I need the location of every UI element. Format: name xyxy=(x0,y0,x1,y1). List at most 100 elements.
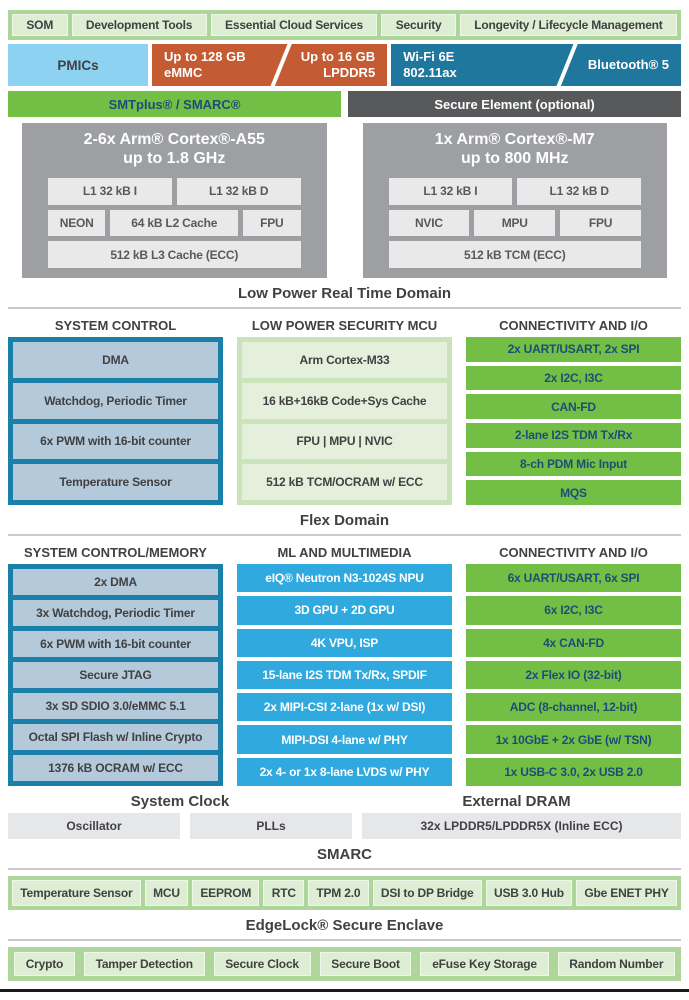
lpddr-capacity: Up to 16 GB xyxy=(300,49,376,65)
flex-column-headers: SYSTEM CONTROL/MEMORY ML AND MULTIMEDIA … xyxy=(8,545,681,560)
security-mcu-item: Arm Cortex-M33 xyxy=(242,342,447,378)
system-control-memory-item: 6x PWM with 16-bit counter xyxy=(13,631,218,657)
ml-multimedia-item: 4K VPU, ISP xyxy=(237,628,452,657)
system-control-memory-item: Octal SPI Flash w/ Inline Crypto xyxy=(13,724,218,750)
flex-connectivity-item: ADC (8-channel, 12-bit) xyxy=(466,693,681,722)
divider xyxy=(8,868,681,870)
ecosystem-item: Development Tools xyxy=(71,14,207,36)
diagonal-divider xyxy=(268,44,294,86)
smarc-item: DSI to DP Bridge xyxy=(372,880,482,906)
edgelock-item: Tamper Detection xyxy=(83,952,205,976)
flex-domain-title: Flex Domain xyxy=(299,512,390,529)
edgelock-item: Secure Boot xyxy=(319,952,412,976)
pmics-block: PMICs xyxy=(8,44,148,86)
a55-unit-cell: NEON xyxy=(48,209,106,237)
a55-cache-cell: L1 32 kB I xyxy=(48,177,172,205)
emmc-lpddr-block: Up to 128 GB eMMC Up to 16 GB LPDDR5 xyxy=(152,44,388,86)
cortex-a55-block: 2-6x Arm® Cortex®-A55 up to 1.8 GHz L1 3… xyxy=(22,123,327,278)
edgelock-title: EdgeLock® Secure Enclave xyxy=(245,917,444,934)
cortex-m7-name: 1x Arm® Cortex®-M7 xyxy=(434,131,595,148)
connectivity-header: CONNECTIVITY AND I/O xyxy=(499,318,648,333)
smarc-item: Gbe ENET PHY xyxy=(576,880,677,906)
a55-unit-cell: FPU xyxy=(243,209,301,237)
lpddr-type: LPDDR5 xyxy=(323,65,376,80)
a55-cache-cell: L1 32 kB D xyxy=(176,177,301,205)
m7-tcm-row: 512 kB TCM (ECC) xyxy=(388,241,641,268)
low-power-column-headers: SYSTEM CONTROL LOW POWER SECURITY MCU CO… xyxy=(8,318,681,333)
ml-multimedia-item: 2x 4- or 1x 8-lane LVDS w/ PHY xyxy=(237,757,452,786)
oscillator-cell: Oscillator xyxy=(8,813,180,839)
smarc-item: Temperature Sensor xyxy=(12,880,141,906)
flex-connectivity-header: CONNECTIVITY AND I/O xyxy=(499,545,648,560)
flex-connectivity-item: 4x CAN-FD xyxy=(466,628,681,657)
emmc-type: eMMC xyxy=(164,65,203,80)
low-power-domain-title: Low Power Real Time Domain xyxy=(237,285,452,302)
m7-unit-cell: MPU xyxy=(474,209,556,237)
edgelock-item: Crypto xyxy=(14,952,75,976)
system-clock-title: System Clock xyxy=(130,793,230,810)
ml-multimedia-item: 15-lane I2S TDM Tx/Rx, SPDIF xyxy=(237,660,452,690)
ml-multimedia-header: ML AND MULTIMEDIA xyxy=(277,545,412,560)
emmc-label: Up to 128 GB eMMC xyxy=(164,49,246,80)
cortex-a55-name: 2-6x Arm® Cortex®-A55 xyxy=(83,131,265,148)
a55-l3-row: 512 kB L3 Cache (ECC) xyxy=(48,241,301,268)
ml-multimedia-stack: eIQ® Neutron N3-1024S NPU 3D GPU + 2D GPU… xyxy=(237,564,452,786)
ecosystem-item: SOM xyxy=(12,14,68,36)
system-control-memory-header: SYSTEM CONTROL/MEMORY xyxy=(24,545,207,560)
cortex-a55-title: 2-6x Arm® Cortex®-A55 up to 1.8 GHz xyxy=(48,131,301,169)
ml-multimedia-item: 2x MIPI-CSI 2-lane (1x w/ DSI) xyxy=(237,693,452,722)
lp-connectivity-item: 8-ch PDM Mic Input xyxy=(466,451,681,477)
system-control-item: Watchdog, Periodic Timer xyxy=(13,382,218,419)
system-control-item: Temperature Sensor xyxy=(13,464,218,500)
ml-multimedia-item: eIQ® Neutron N3-1024S NPU xyxy=(237,564,452,593)
edgelock-item: eFuse Key Storage xyxy=(420,952,549,976)
edgelock-item: Secure Clock xyxy=(213,952,311,976)
m7-unit-cell: FPU xyxy=(560,209,641,237)
smarc-item: MCU xyxy=(144,880,189,906)
system-control-memory-item: 3x SD SDIO 3.0/eMMC 5.1 xyxy=(13,693,218,719)
flex-connectivity-item: 2x Flex IO (32-bit) xyxy=(466,660,681,690)
flex-connectivity-item: 6x UART/USART, 6x SPI xyxy=(466,564,681,593)
system-control-memory-item: Secure JTAG xyxy=(13,662,218,688)
clock-dram-headers: System Clock External DRAM xyxy=(8,793,681,810)
m7-cache-cell: L1 32 kB I xyxy=(388,177,513,205)
secure-element-bar: Secure Element (optional) xyxy=(348,91,681,117)
security-mcu-item: 512 kB TCM/OCRAM w/ ECC xyxy=(242,464,447,500)
wifi-label: Wi-Fi 6E 802.11ax xyxy=(403,49,457,80)
lp-connectivity-item: 2x I2C, I3C xyxy=(466,365,681,391)
m7-unit-cell: NVIC xyxy=(388,209,470,237)
lp-connectivity-item: CAN-FD xyxy=(466,394,681,420)
divider xyxy=(8,307,681,309)
clock-dram-row: Oscillator PLLs 32x LPDDR5/LPDDR5X (Inli… xyxy=(8,813,681,839)
lpddr-label: Up to 16 GB LPDDR5 xyxy=(301,49,375,80)
divider xyxy=(8,939,681,941)
a55-l3-cell: 512 kB L3 Cache (ECC) xyxy=(48,241,301,268)
ml-multimedia-item: 3D GPU + 2D GPU xyxy=(237,596,452,625)
external-dram-title: External DRAM xyxy=(462,793,571,810)
carrier-row: SMTplus® / SMARC® Secure Element (option… xyxy=(8,91,681,117)
wifi-bluetooth-block: Wi-Fi 6E 802.11ax Bluetooth® 5 xyxy=(391,44,681,86)
flex-connectivity-item: 1x 10GbE + 2x GbE (w/ TSN) xyxy=(466,725,681,754)
security-mcu-item: FPU | MPU | NVIC xyxy=(242,423,447,460)
wifi-spec: 802.11ax xyxy=(403,65,457,80)
emmc-capacity: Up to 128 GB xyxy=(164,49,246,65)
divider xyxy=(8,534,681,536)
flex-connectivity-item: 1x USB-C 3.0, 2x USB 2.0 xyxy=(466,757,681,786)
flex-connectivity-item: 6x I2C, I3C xyxy=(466,596,681,625)
bluetooth-label: Bluetooth® 5 xyxy=(587,57,669,73)
smarc-title: SMARC xyxy=(317,846,372,863)
system-control-memory-item: 3x Watchdog, Periodic Timer xyxy=(13,600,218,626)
bottom-rule xyxy=(0,989,689,992)
cortex-a55-speed: up to 1.8 GHz xyxy=(123,149,226,167)
lp-connectivity-item: MQS xyxy=(466,480,681,506)
